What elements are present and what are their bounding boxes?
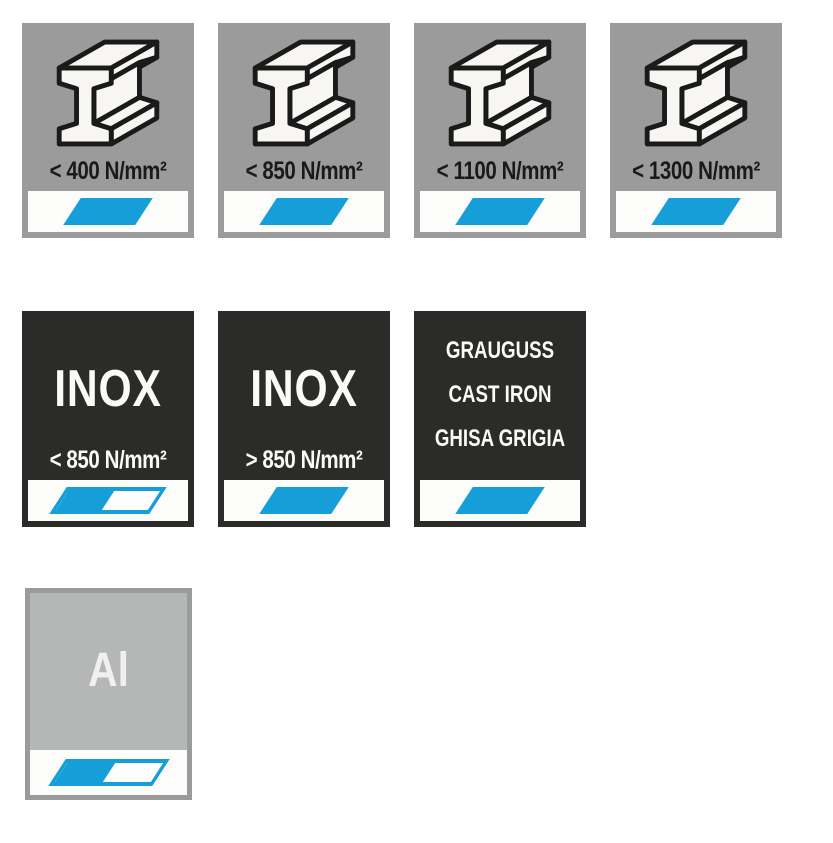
steel-tiles-row: < 400 N/mm² < 850 N/mm² < 1100 N/mm² < 1… bbox=[22, 23, 782, 238]
tensile-strength-label: < 400 N/mm² bbox=[49, 157, 167, 185]
aluminum-symbol: Al bbox=[88, 644, 129, 697]
cut-marker-solid-icon bbox=[455, 198, 545, 225]
marker-strip bbox=[616, 191, 776, 232]
marker-half-fill bbox=[54, 763, 115, 782]
marker-strip bbox=[28, 480, 188, 521]
material-tile-steel-1100: < 1100 N/mm² bbox=[414, 23, 586, 238]
tensile-strength-label: < 1300 N/mm² bbox=[632, 157, 760, 185]
marker-half-fill bbox=[55, 491, 115, 510]
marker-strip bbox=[30, 750, 187, 795]
i-beam-icon bbox=[22, 31, 194, 155]
material-tile-cast-iron: GRAUGUSS CAST IRON GHISA GRIGIA bbox=[414, 311, 586, 527]
marker-strip bbox=[420, 191, 580, 232]
marker-strip bbox=[28, 191, 188, 232]
material-tile-aluminum: Al bbox=[25, 588, 192, 800]
material-tile-steel-400: < 400 N/mm² bbox=[22, 23, 194, 238]
tensile-strength-label: < 850 N/mm² bbox=[245, 157, 363, 185]
cut-marker-solid-icon bbox=[63, 198, 153, 225]
material-tile-steel-1300: < 1300 N/mm² bbox=[610, 23, 782, 238]
tensile-strength-label: > 850 N/mm² bbox=[245, 446, 363, 474]
cut-marker-solid-icon bbox=[259, 487, 349, 514]
i-beam-icon bbox=[218, 31, 390, 155]
aluminum-tile-row: Al bbox=[25, 588, 192, 800]
marker-strip bbox=[224, 191, 384, 232]
material-tile-inox-over-850: INOX > 850 N/mm² bbox=[218, 311, 390, 527]
cut-marker-half-outline-icon bbox=[49, 487, 167, 514]
cast-iron-label-en: CAST IRON bbox=[448, 381, 552, 408]
cast-iron-label-it: GHISA GRIGIA bbox=[434, 425, 566, 452]
inox-castiron-tiles-row: INOX < 850 N/mm² INOX > 850 N/mm² GRAUGU… bbox=[22, 311, 586, 527]
cut-marker-solid-icon bbox=[455, 487, 545, 514]
i-beam-icon bbox=[414, 31, 586, 155]
material-tile-inox-under-850: INOX < 850 N/mm² bbox=[22, 311, 194, 527]
cut-marker-half-outline-icon bbox=[47, 759, 170, 786]
i-beam-icon bbox=[610, 31, 782, 155]
marker-strip bbox=[224, 480, 384, 521]
tensile-strength-label: < 1100 N/mm² bbox=[436, 157, 564, 185]
cut-marker-solid-icon bbox=[259, 198, 349, 225]
material-tile-steel-850: < 850 N/mm² bbox=[218, 23, 390, 238]
inox-title: INOX bbox=[54, 360, 162, 418]
tensile-strength-label: < 850 N/mm² bbox=[49, 446, 167, 474]
cast-iron-label-de: GRAUGUSS bbox=[445, 337, 555, 364]
inox-title: INOX bbox=[250, 360, 358, 418]
marker-strip bbox=[420, 480, 580, 521]
cast-iron-labels: GRAUGUSS CAST IRON GHISA GRIGIA bbox=[414, 329, 586, 461]
cut-marker-solid-icon bbox=[651, 198, 741, 225]
